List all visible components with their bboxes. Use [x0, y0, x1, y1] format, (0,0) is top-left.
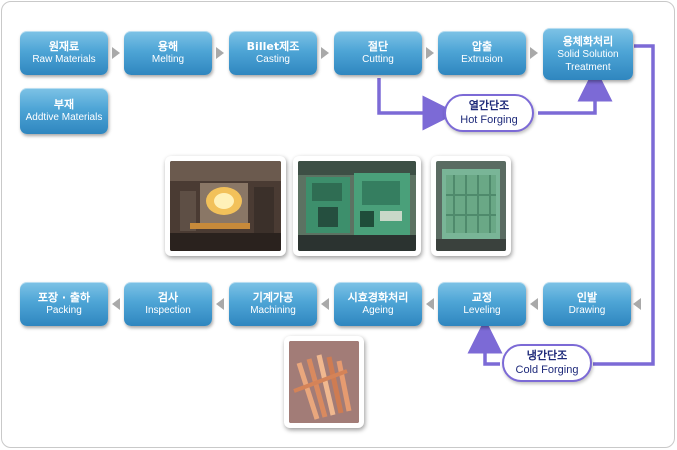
step-label-en: Solid Solution [557, 48, 619, 60]
arrow-left-icon [633, 298, 641, 310]
cutting-to-hot-forging-line [377, 78, 458, 131]
step-label-ko: Billet제조 [246, 40, 300, 53]
arrow-right-icon [321, 47, 329, 59]
step-solid-solution-treatment: 용체화처리 Solid Solution Treatment [543, 28, 633, 80]
step-label-ko: 절단 [367, 40, 389, 53]
step-label-en: Raw Materials [32, 54, 96, 65]
arrow-left-icon [112, 298, 120, 310]
step-label-en-2: Treatment [565, 61, 611, 73]
melting-furnace-photo [165, 156, 286, 256]
furnace-image [170, 161, 281, 251]
step-label-en: Addtive Materials [25, 112, 103, 123]
copper-rods-image [289, 341, 359, 423]
step-label-ko: 인발 [576, 291, 598, 304]
step-leveling: 교정 Leveling [438, 282, 526, 326]
arrow-left-icon [426, 298, 434, 310]
step-additive-materials: 부재 Addtive Materials [20, 88, 108, 134]
step-ageing: 시효경화처리 Ageing [334, 282, 422, 326]
step-cutting: 절단 Cutting [334, 31, 422, 75]
heat-treatment-furnace-photo [431, 156, 511, 256]
arrow-right-icon [216, 47, 224, 59]
pill-label-en: Hot Forging [460, 114, 518, 126]
pill-label-ko: 냉간단조 [526, 349, 568, 362]
solution-to-cold-forging-line [593, 44, 655, 366]
step-label-en: Inspection [145, 305, 191, 316]
step-packing: 포장 · 출하 Packing [20, 282, 108, 326]
cold-forging-pill: 냉간단조 Cold Forging [502, 344, 592, 382]
hot-forging-pill: 열간단조 Hot Forging [444, 94, 534, 132]
arrow-right-icon [112, 47, 120, 59]
machine-image [298, 161, 416, 251]
arrow-left-icon [530, 298, 538, 310]
step-inspection: 검사 Inspection [124, 282, 212, 326]
step-label-ko: 기계가공 [252, 291, 294, 304]
step-label-en: Casting [256, 54, 290, 65]
step-label-en: Melting [151, 54, 185, 65]
step-label-en: Packing [46, 305, 82, 316]
arrow-right-icon [530, 47, 538, 59]
hot-forging-to-solution-line [538, 66, 613, 115]
step-melting: 용해 Melting [124, 31, 212, 75]
step-label-ko: 교정 [471, 291, 493, 304]
arrow-right-icon [426, 47, 434, 59]
cold-forging-to-leveling-line [467, 318, 503, 366]
pill-label-ko: 열간단조 [468, 99, 510, 112]
step-label-ko: 부재 [53, 98, 75, 111]
arrow-left-icon [216, 298, 224, 310]
step-label-ko: 용체화처리 [562, 34, 614, 48]
arrow-left-icon [321, 298, 329, 310]
step-machining: 기계가공 Machining [229, 282, 317, 326]
step-label-en: Ageing [362, 305, 394, 316]
casting-machine-photo [293, 156, 421, 256]
step-label-ko: 용해 [157, 40, 179, 53]
pill-label-en: Cold Forging [515, 364, 579, 376]
step-drawing: 인발 Drawing [543, 282, 631, 326]
step-label-ko: 원재료 [48, 40, 80, 53]
heat-furnace-image [436, 161, 506, 251]
step-extrusion: 압출 Extrusion [438, 31, 526, 75]
step-label-en: Leveling [463, 305, 501, 316]
step-label-en: Extrusion [461, 54, 503, 65]
step-casting: Billet제조 Casting [229, 31, 317, 75]
copper-rods-photo [284, 336, 364, 428]
step-label-ko: 압출 [471, 40, 493, 53]
step-label-ko: 시효경화처리 [347, 291, 409, 304]
step-label-ko: 포장 · 출하 [37, 291, 91, 304]
step-label-en: Drawing [568, 305, 606, 316]
step-label-ko: 검사 [157, 291, 179, 304]
step-raw-materials: 원재료 Raw Materials [20, 31, 108, 75]
step-label-en: Machining [250, 305, 296, 316]
step-label-en: Cutting [362, 54, 394, 65]
